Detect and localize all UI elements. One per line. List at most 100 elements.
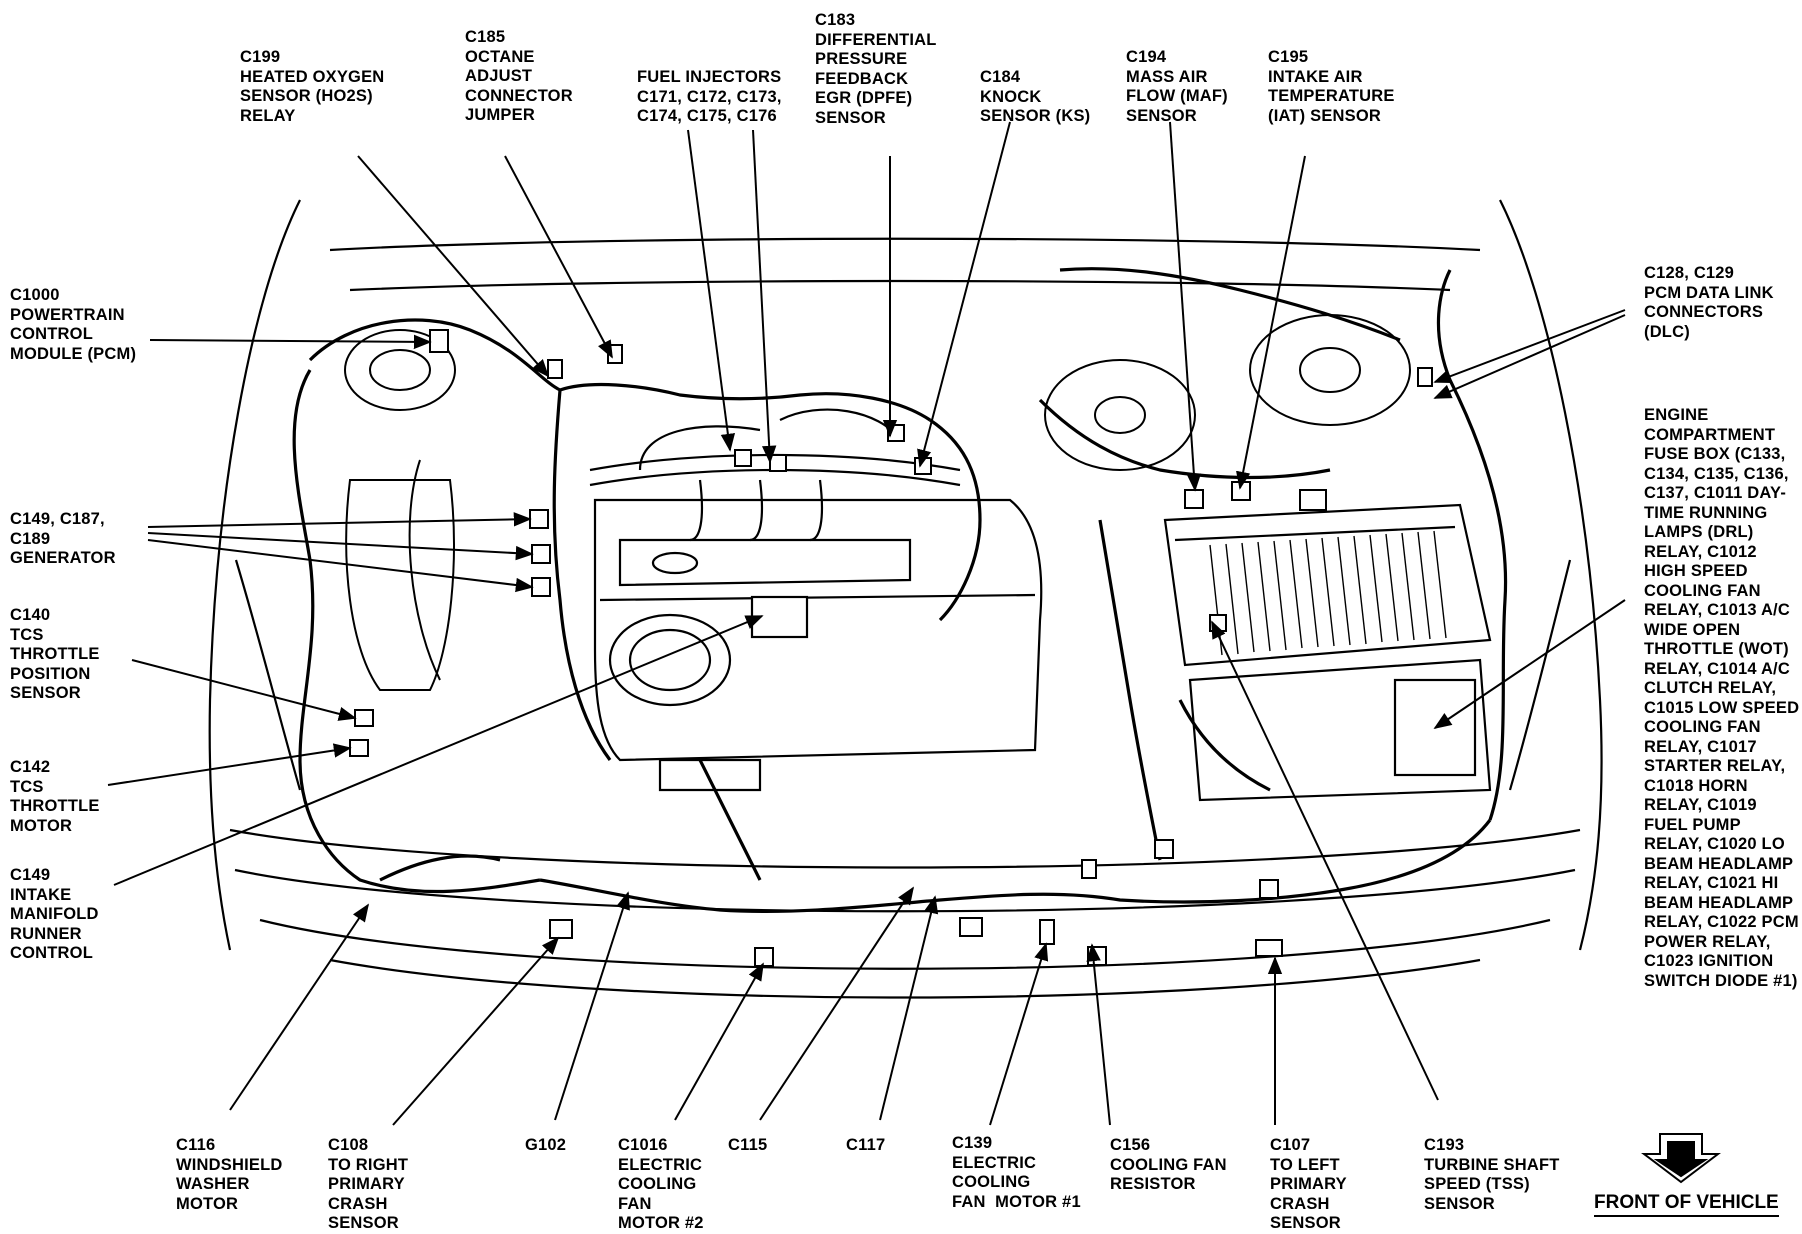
label-line: C117 — [846, 1136, 886, 1154]
label-line: CONNECTORS — [1644, 303, 1764, 321]
label-line: COMPARTMENT — [1644, 425, 1776, 444]
label-line: COOLING — [952, 1173, 1031, 1191]
label-line: MOTOR — [176, 1194, 239, 1213]
label-line: RELAY, C1019 — [1644, 796, 1757, 814]
label-line: SENSOR (HO2S) — [240, 87, 373, 105]
label-line: C185 — [465, 28, 506, 46]
label-line: C193 — [1424, 1136, 1465, 1154]
label-line: MANIFOLD — [10, 905, 99, 923]
label-line: CRASH — [1270, 1194, 1330, 1213]
label-line: INTAKE — [10, 885, 72, 904]
label-line: PRIMARY — [1270, 1175, 1347, 1193]
label-c115: C115 — [728, 1136, 767, 1156]
label-line: THROTTLE — [10, 645, 100, 663]
label-line: WIDE OPEN — [1644, 620, 1741, 639]
label-line: SENSOR (KS) — [980, 107, 1091, 125]
label-line: MOTOR #2 — [618, 1214, 704, 1232]
label-line: SENSOR — [1424, 1194, 1495, 1213]
label-line: BEAM HEADLAMP — [1644, 854, 1794, 873]
label-line: COOLING FAN — [1644, 718, 1761, 736]
label-line: HEATED OXYGEN — [240, 67, 385, 86]
label-line: INTAKE AIR — [1268, 67, 1363, 86]
label-line: C116 — [176, 1136, 216, 1154]
label-line: RELAY, C1012 — [1644, 542, 1757, 561]
label-line: C1023 IGNITION — [1644, 952, 1774, 970]
label-line: CONTROL — [10, 325, 93, 343]
label-line: C128, C129 — [1644, 264, 1735, 282]
label-line: C140 — [10, 606, 51, 624]
label-line: SENSOR — [1270, 1214, 1341, 1232]
label-line: TEMPERATURE — [1268, 87, 1395, 105]
label-line: C139 — [952, 1134, 993, 1152]
label-line: C1018 HORN — [1644, 776, 1748, 795]
label-line: PCM DATA LINK — [1644, 283, 1774, 302]
label-line: POWERTRAIN — [10, 305, 125, 324]
label-line: C142 — [10, 758, 51, 776]
vehicle-body-outline — [208, 199, 1603, 999]
label-line: C156 — [1110, 1136, 1151, 1154]
label-line: FUEL PUMP — [1644, 815, 1741, 834]
label-line: BEAM HEADLAMP — [1644, 893, 1794, 912]
label-line: CONNECTOR — [465, 86, 573, 105]
label-line: WASHER — [176, 1175, 250, 1193]
label-line: TURBINE SHAFT — [1424, 1155, 1560, 1174]
label-line: OCTANE — [465, 47, 535, 66]
front-of-vehicle-label: FRONT OF VEHICLE — [1594, 1192, 1779, 1217]
label-line: KNOCK — [980, 87, 1042, 106]
label-line: WINDSHIELD — [176, 1155, 283, 1174]
label-line: SENSOR — [815, 108, 886, 127]
label-line: POWER RELAY, — [1644, 932, 1771, 951]
label-line: ENGINE — [1644, 406, 1709, 424]
label-line: C1015 LOW SPEED — [1644, 698, 1800, 717]
label-line: TIME RUNNING — [1644, 503, 1768, 522]
label-line: (IAT) SENSOR — [1268, 106, 1382, 125]
label-line: FEEDBACK — [815, 69, 909, 88]
leader-lines — [107, 121, 1626, 1126]
label-line: C195 — [1268, 48, 1309, 66]
label-line: G102 — [525, 1136, 567, 1154]
label-line: RELAY, C1022 PCM — [1644, 913, 1799, 931]
wiring-harness — [292, 267, 1508, 913]
label-line: FAN — [618, 1194, 652, 1213]
engine-block — [589, 408, 1043, 792]
label-line: (DLC) — [1644, 322, 1690, 341]
label-line: RELAY, C1020 LO — [1644, 835, 1785, 853]
label-line: RELAY, C1014 A/C — [1644, 659, 1790, 678]
label-g102: G102 — [525, 1136, 566, 1156]
label-line: SWITCH DIODE #1) — [1644, 971, 1798, 990]
label-line: FLOW (MAF) — [1126, 87, 1228, 105]
label-line: C171, C172, C173, — [637, 87, 782, 106]
label-line: CLUTCH RELAY, — [1644, 679, 1777, 697]
label-line: FAN MOTOR #1 — [952, 1192, 1081, 1211]
label-line: POSITION — [10, 664, 91, 683]
label-line: JUMPER — [465, 106, 535, 124]
label-line: C194 — [1126, 48, 1167, 66]
label-line: RUNNER — [10, 924, 82, 943]
label-line: C189 — [10, 529, 51, 548]
label-line: MASS AIR — [1126, 67, 1208, 86]
label-line: RELAY, C1013 A/C — [1644, 601, 1790, 619]
label-line: RELAY — [240, 106, 296, 125]
label-line: COOLING — [618, 1175, 697, 1193]
label-line: C149, C187, — [10, 510, 105, 528]
label-line: DIFFERENTIAL — [815, 30, 937, 49]
label-line: RELAY, C1021 HI — [1644, 874, 1779, 892]
label-line: C184 — [980, 68, 1021, 86]
down-arrow-icon — [1641, 1133, 1721, 1184]
label-line: SPEED (TSS) — [1424, 1175, 1530, 1193]
